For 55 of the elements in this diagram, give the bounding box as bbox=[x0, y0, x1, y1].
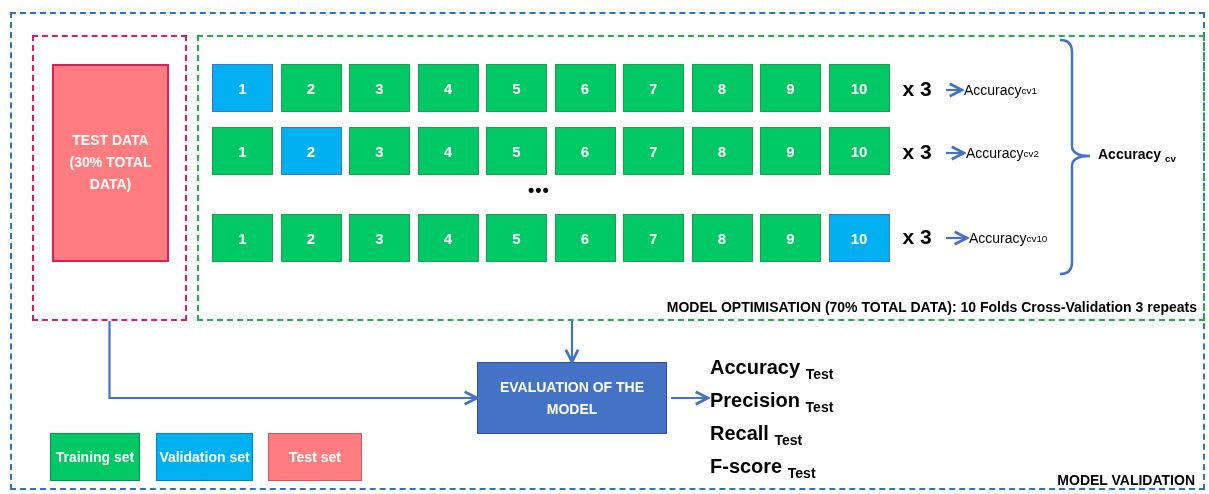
fold-box: 7 bbox=[623, 127, 684, 175]
fold-box: 10 bbox=[828, 64, 890, 112]
arrow bbox=[671, 390, 710, 406]
arrow bbox=[946, 82, 964, 98]
fold-box: 8 bbox=[691, 64, 753, 112]
fold-box: 3 bbox=[349, 127, 410, 175]
fold-box: 2 bbox=[280, 214, 342, 262]
frame-caption: MODEL OPTIMISATION (70% TOTAL DATA): 10 Folds Cross-Validation 3 repeats bbox=[666, 299, 1197, 315]
fold-box: 4 bbox=[417, 64, 479, 112]
metric-label: Precision $_{Test}$ bbox=[710, 387, 834, 417]
arrow bbox=[108, 321, 479, 406]
fold-box: 6 bbox=[554, 64, 616, 112]
repeat-label: x 3 bbox=[892, 222, 942, 252]
fold-box: 1 bbox=[212, 214, 273, 262]
metric-label: Accuracy $_{Test}$ bbox=[710, 355, 834, 384]
fold-box: 7 bbox=[623, 214, 684, 262]
ellipsis: ••• bbox=[528, 180, 550, 201]
fold-box: 3 bbox=[349, 64, 410, 112]
fold-box: 1 bbox=[212, 127, 273, 175]
fold-box: 2 bbox=[280, 127, 342, 175]
legend-item: Test set bbox=[268, 433, 362, 481]
fold-box: 10 bbox=[828, 214, 890, 262]
test-data-box: TEST DATA (30% TOTAL DATA) bbox=[52, 64, 169, 262]
legend-item: Training set bbox=[50, 433, 140, 481]
test-split-frame bbox=[32, 35, 187, 321]
repeat-label: x 3 bbox=[892, 137, 942, 167]
optimisation-frame bbox=[197, 35, 1205, 321]
validation-frame bbox=[10, 12, 1205, 490]
fold-box: 6 bbox=[554, 127, 616, 175]
legend-item: Validation set bbox=[156, 433, 253, 481]
fold-box: 9 bbox=[760, 127, 821, 175]
fold-box: 6 bbox=[554, 214, 616, 262]
fold-box: 9 bbox=[760, 214, 821, 262]
fold-box: 8 bbox=[691, 127, 753, 175]
fold-box: 7 bbox=[623, 64, 684, 112]
fold-box: 10 bbox=[828, 127, 890, 175]
arrow bbox=[946, 145, 966, 161]
fold-box: 4 bbox=[417, 127, 479, 175]
fold-box: 4 bbox=[417, 214, 479, 262]
fold-box: 1 bbox=[212, 64, 273, 112]
arrow bbox=[946, 230, 969, 246]
fold-box: 5 bbox=[486, 64, 547, 112]
repeat-label: x 3 bbox=[892, 74, 942, 104]
fold-box: 5 bbox=[486, 214, 547, 262]
accuracy-summary-label: Accuracy $_{cv}$ bbox=[1098, 146, 1176, 165]
metric-label: Recall $_{Test}$ bbox=[710, 420, 803, 450]
fold-box: 8 bbox=[691, 214, 753, 262]
fold-box: 9 bbox=[760, 64, 821, 112]
frame-title: MODEL VALIDATION bbox=[1057, 472, 1195, 488]
metric-label: F-score $_{Test}$ bbox=[710, 453, 816, 483]
fold-box: 3 bbox=[349, 214, 410, 262]
evaluation-box: EVALUATION OF THE MODEL bbox=[477, 362, 667, 434]
fold-box: 5 bbox=[486, 127, 547, 175]
arrow bbox=[564, 321, 580, 364]
fold-box: 2 bbox=[280, 64, 342, 112]
